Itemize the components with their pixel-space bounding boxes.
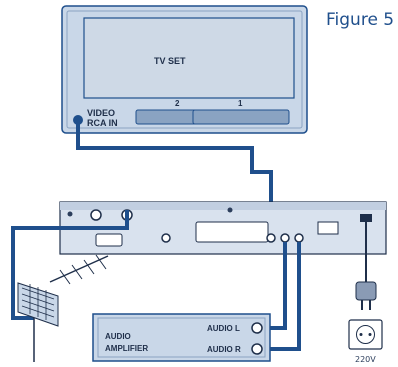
screw-icon bbox=[67, 211, 73, 217]
power-plug-icon bbox=[355, 281, 377, 310]
screw-icon bbox=[227, 207, 233, 213]
wall-socket-icon bbox=[348, 319, 383, 350]
tv-scart-port bbox=[195, 221, 269, 243]
antenna-icon bbox=[17, 254, 109, 362]
power-socket bbox=[360, 214, 372, 222]
audio-r-in-jack bbox=[251, 343, 263, 355]
rf-in-jack bbox=[90, 209, 102, 221]
tv-set: TV SET VIDEO RCA IN 2 1 bbox=[61, 5, 308, 134]
amplifier-label-line2: AMPLIFIER bbox=[105, 344, 148, 353]
scart-1-label: 1 bbox=[238, 99, 243, 108]
video-in-label: VIDEO bbox=[87, 108, 115, 118]
power-voltage-label: 220V bbox=[355, 355, 376, 364]
rca-in-jack bbox=[73, 115, 83, 125]
tv-label: TV SET bbox=[154, 56, 186, 66]
tv-screen bbox=[83, 17, 295, 99]
audio-l-label: AUDIO L bbox=[207, 324, 240, 333]
amplifier-label-line1: AUDIO bbox=[105, 332, 131, 341]
figure-title: Figure 5 bbox=[326, 10, 395, 30]
receiver bbox=[59, 201, 387, 255]
rca-in-label: RCA IN bbox=[87, 118, 118, 128]
audio-amplifier: AUDIO AMPLIFIER AUDIO L AUDIO R bbox=[92, 313, 271, 362]
video-out-jack bbox=[266, 233, 276, 243]
warning-label bbox=[317, 221, 339, 235]
audio-r-out-jack bbox=[294, 233, 304, 243]
audio-l-in-jack bbox=[251, 322, 263, 334]
audio-r-label: AUDIO R bbox=[207, 345, 241, 354]
audio-r-cable bbox=[257, 242, 301, 351]
serial-port bbox=[95, 233, 123, 247]
audio-l-out-jack bbox=[280, 233, 290, 243]
video-cable bbox=[76, 124, 273, 237]
digital-out-jack bbox=[161, 233, 171, 243]
scart-2-label: 2 bbox=[175, 99, 180, 108]
antenna-cable bbox=[11, 210, 129, 320]
scart-1-connector bbox=[192, 109, 290, 125]
